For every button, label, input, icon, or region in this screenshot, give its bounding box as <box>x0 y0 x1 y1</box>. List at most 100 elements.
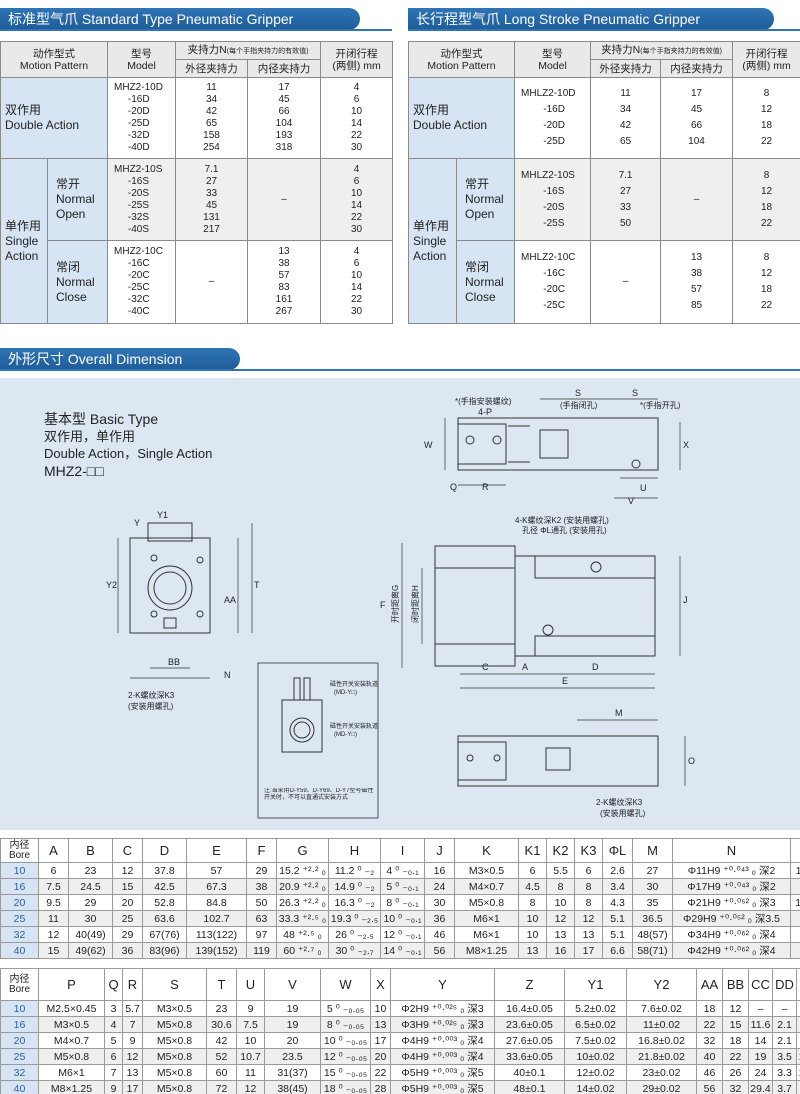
table-cell: 5 ⁰ ₋₀.₀₅ <box>320 1000 371 1017</box>
table-cell: 14 <box>790 878 800 895</box>
long-stroke-gripper-banner: 长行程型气爪 Long Stroke Pneumatic Gripper <box>408 8 774 30</box>
table-cell: 23.5 <box>264 1048 321 1065</box>
table-cell: 37.8 <box>142 862 187 879</box>
table-cell: 6 <box>518 862 547 879</box>
dim-letter: M <box>615 708 623 718</box>
stroke-header: 开闭行程(两侧) mm <box>732 41 800 78</box>
table-cell: 40±0.1 <box>494 1064 565 1081</box>
sensor-groove-label: 磁性开关安装轨道 <box>330 722 378 730</box>
table-cell: Φ34H9 ⁺⁰·⁰⁶² ₀ 深4 <box>672 926 791 943</box>
table-cell: 24 <box>748 1064 773 1081</box>
stroke-values: 8 12 18 22 <box>732 240 800 324</box>
table-cell: 18 <box>722 1032 749 1049</box>
table-cell: 63.6 <box>142 910 187 927</box>
table-cell: 16.8±0.02 <box>626 1032 697 1049</box>
table-cell: 29 <box>112 926 143 943</box>
table-cell: 9.5 <box>38 894 69 911</box>
table-cell: 18 ⁰ ₋₀.₀₅ <box>320 1080 371 1094</box>
table-cell: 27 <box>632 862 673 879</box>
column-header: Y1 <box>564 968 627 1001</box>
table-cell: 5.7 <box>122 1000 143 1017</box>
table-cell: 40(49) <box>68 926 113 943</box>
table-cell: 102.7 <box>186 910 247 927</box>
bore-cell: 10 <box>0 862 39 879</box>
table-cell: 58(71) <box>632 942 673 959</box>
column-header: C <box>112 838 143 863</box>
table-cell: 7.5 <box>236 1016 265 1033</box>
column-header: U <box>236 968 265 1001</box>
bore-cell: 25 <box>0 1048 39 1065</box>
table-cell: 16.3 ⁰ ₋₂ <box>328 894 381 911</box>
column-header: O <box>790 838 800 863</box>
column-header: BB <box>722 968 749 1001</box>
table-cell: 4 ⁰ ₋₀.₁ <box>380 862 425 879</box>
table-cell: 10 ⁰ ₋₀.₁ <box>380 910 425 927</box>
dim-letter: R <box>482 482 489 492</box>
column-header: S <box>142 968 207 1001</box>
dim-letter: BB <box>168 657 180 667</box>
outer-force-values: 7.1 27 33 50 <box>590 158 662 241</box>
table-cell: 12 <box>38 926 69 943</box>
outer-force-header: 外径夹持力 <box>590 59 662 78</box>
table-cell: 11.4 <box>790 862 800 879</box>
banner-underline <box>0 369 800 371</box>
table-cell: Φ21H9 ⁺⁰·⁰⁵² ₀ 深3 <box>672 894 791 911</box>
column-header: W <box>320 968 371 1001</box>
column-header: AA <box>696 968 723 1001</box>
table-cell: – <box>772 1000 797 1017</box>
table-cell: 17 <box>370 1032 391 1049</box>
column-header: X <box>370 968 391 1001</box>
table-cell: 19.3 ⁰ ₋₂.₅ <box>328 910 381 927</box>
table-cell: 40 <box>696 1048 723 1065</box>
model-list: MHZ2-10D -16D -20D -25D -32D -40D <box>107 77 177 159</box>
dim-letter: D <box>592 662 599 672</box>
finger-open-hole-label: *(手指开孔) <box>640 400 681 410</box>
bore-cell: 20 <box>0 1032 39 1049</box>
dim-letter: U <box>640 483 647 493</box>
table-cell: 12 <box>122 1048 143 1065</box>
model-list: MHLZ2-10C -16C -20C -25C <box>514 240 592 324</box>
column-header: Z <box>494 968 565 1001</box>
table-cell: 6 <box>104 1048 123 1065</box>
bore-cell: 32 <box>0 926 39 943</box>
table-cell: 20 <box>264 1032 321 1049</box>
table-cell: 4 <box>104 1016 123 1033</box>
table-cell: 3.7 <box>772 1080 797 1094</box>
table-cell: 20.9 ⁺²·² ₀ <box>276 878 329 895</box>
table-cell: 2.1 <box>772 1032 797 1049</box>
table-cell: M6×1 <box>454 926 519 943</box>
close-distance-label: 闭时距离H <box>410 585 420 623</box>
table-cell: 10 <box>236 1032 265 1049</box>
column-header: B <box>68 838 113 863</box>
table-cell: 6.6 <box>602 942 633 959</box>
table-cell: 26 <box>790 926 800 943</box>
table-cell: 26.3 ⁺²·² ₀ <box>276 894 329 911</box>
table-cell: 5.5 <box>546 862 575 879</box>
table-cell: 7.5±0.02 <box>564 1032 627 1049</box>
table-cell: 8 <box>546 878 575 895</box>
inner-force-values: 13 38 57 83 161 267 <box>247 240 322 324</box>
table-cell: 15 <box>38 942 69 959</box>
inner-force-header: 内径夹持力 <box>660 59 734 78</box>
table-cell: 28 <box>370 1080 391 1094</box>
force-header: 夹持力N(每个手指夹持力的有效值) <box>590 41 734 60</box>
table-cell: 19 <box>264 1016 321 1033</box>
table-cell: 23 <box>206 1000 237 1017</box>
action-cn-label: 双作用，单作用 <box>44 429 135 444</box>
table-cell: 26 <box>722 1064 749 1081</box>
table-cell: 20 <box>370 1048 391 1065</box>
table-cell: 67.3 <box>186 878 247 895</box>
table-cell: 12 <box>722 1000 749 1017</box>
outer-force-header: 外径夹持力 <box>175 59 249 78</box>
column-header: P <box>38 968 105 1001</box>
table-cell: 48 ⁺²·⁵ ₀ <box>276 926 329 943</box>
bore-cell: 16 <box>0 878 39 895</box>
table-cell: 29±0.02 <box>626 1080 697 1094</box>
table-cell: 29 <box>68 894 113 911</box>
